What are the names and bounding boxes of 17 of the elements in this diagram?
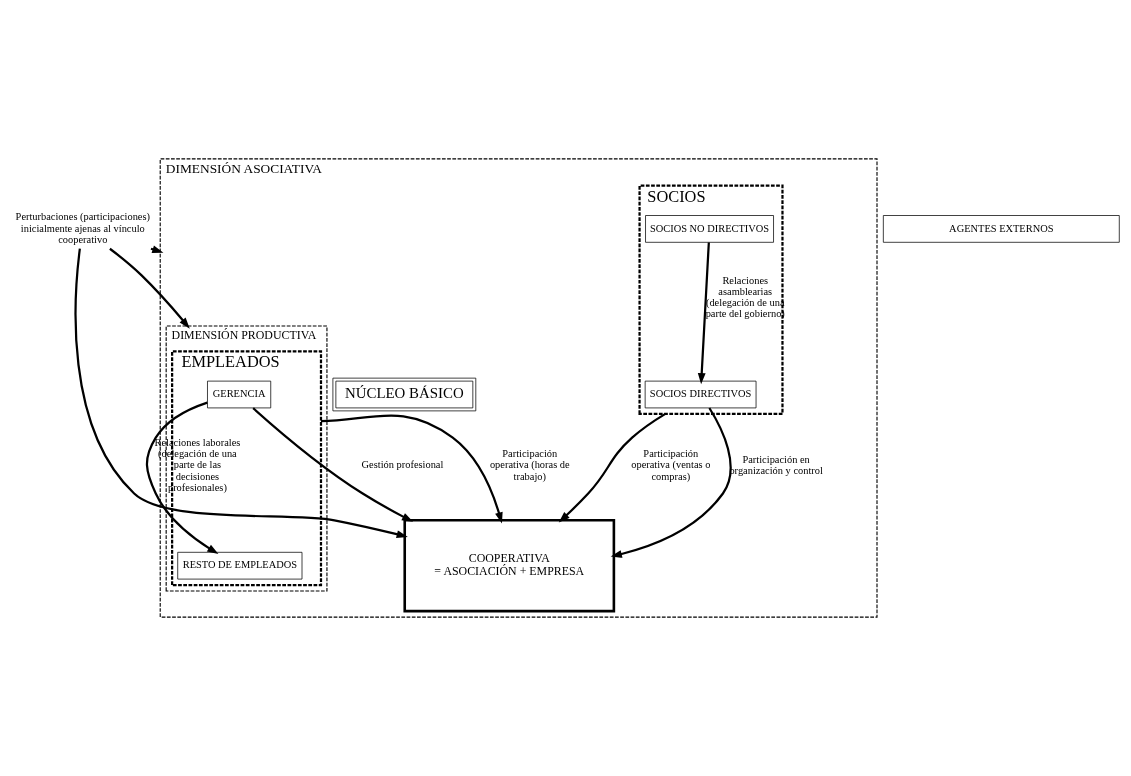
arrow [145,401,219,555]
arrow [697,242,710,385]
node-box: AGENTES EXTERNOS [882,215,1120,243]
arrow [252,407,414,522]
node-box: SOCIOS NO DIRECTIVOS [645,215,774,243]
node-text: Perturbaciones (participaciones) inicialmente ajenas al vínculo cooperativo [15,211,150,245]
edge-label: Participación en organización y control [729,453,823,476]
edge-label: Gestión profesional [361,459,444,471]
edge-label: Participación operativa (horas de trabajo) [489,448,570,482]
arrow [320,414,503,524]
arrow [558,412,666,523]
arrow [610,407,732,558]
node-box: COOPERATIVA = ASOCIACIÓN + EMPRESA [403,519,616,613]
node-box: GERENCIA [207,380,272,409]
node-box: SOCIOS DIRECTIVOS [644,380,757,409]
node-box: RESTO DE EMPLEADOS [177,551,303,580]
edge-label: Participación operativa (ventas o compras) [631,448,711,482]
